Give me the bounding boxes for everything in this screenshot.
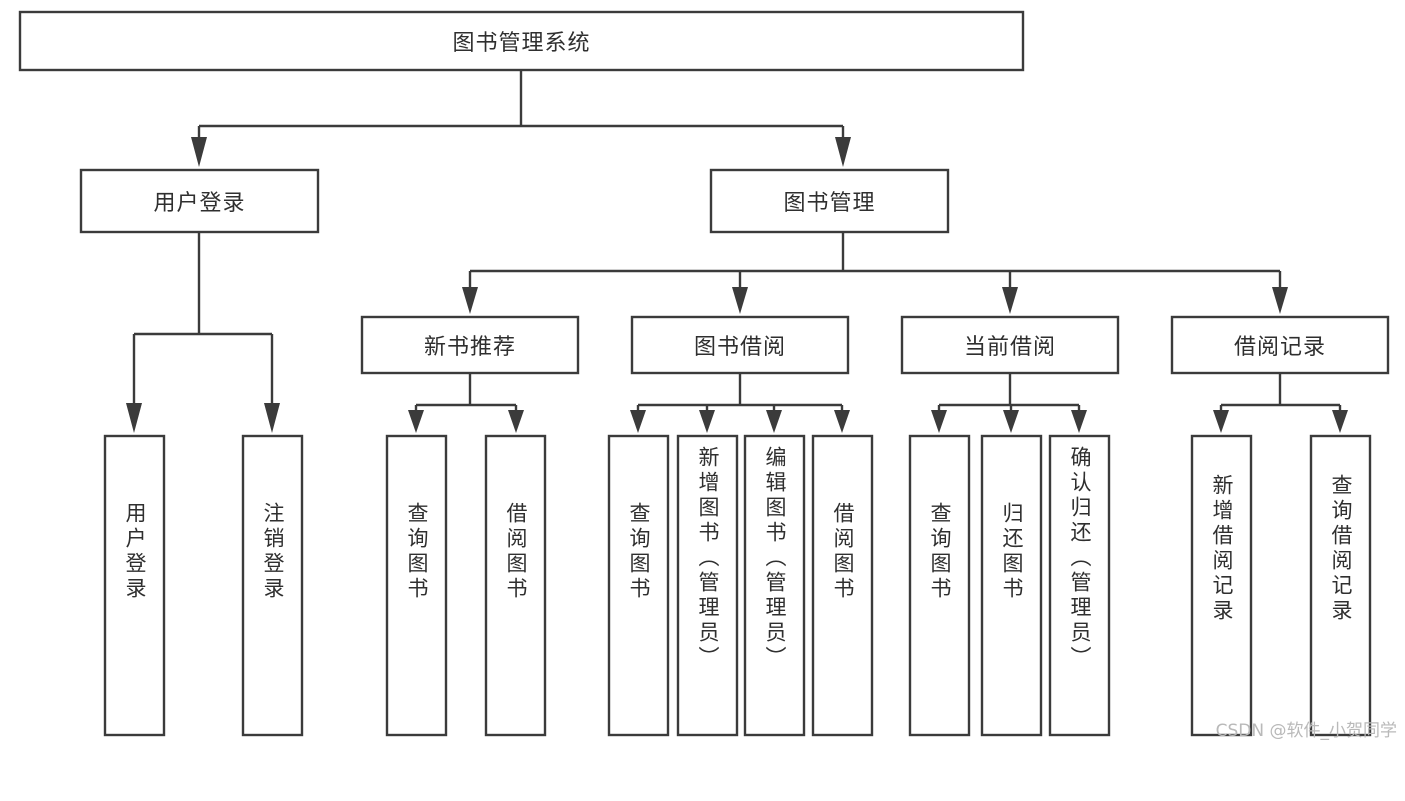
node-box-user-login[interactable] [79,168,320,234]
node-box-borrow-record[interactable] [1170,315,1390,375]
connector-user-login-to-leaves [126,232,280,433]
connector-borrow-record-to-leaves [1213,373,1348,433]
connector-book-borrow-to-leaves [630,373,850,433]
arrow-head-current-borrow [1002,287,1018,314]
node-box-new-book-recommend[interactable] [360,315,580,375]
arrow-head-book-borrow [732,287,748,314]
connector-book-manage-to-level3 [462,232,1288,314]
node-box-query-book-1[interactable] [385,434,448,737]
tree-diagram-svg [18,10,1390,737]
node-box-edit-book[interactable] [743,434,806,737]
arrow-head-query-book-3 [931,410,947,433]
connector-current-borrow-to-leaves [931,373,1087,433]
arrow-head-query-book-2 [630,410,646,433]
arrow-head-borrow-book-2 [834,410,850,433]
connector-new-book-recommend-to-leaves [408,373,524,433]
node-box-query-book-2[interactable] [607,434,670,737]
node-box-borrow-book-1[interactable] [484,434,547,737]
arrow-head-new-book-recommend [462,287,478,314]
node-box-user-login-leaf[interactable] [103,434,166,737]
node-box-book-manage[interactable] [709,168,950,234]
arrow-head-user-logout-leaf [264,403,280,433]
arrow-head-user-login [191,137,207,167]
arrow-head-edit-book [766,410,782,433]
node-box-borrow-book-2[interactable] [811,434,874,737]
arrow-head-add-borrow-record [1213,410,1229,433]
node-box-add-book[interactable] [676,434,739,737]
arrow-head-borrow-record [1272,287,1288,314]
node-box-add-borrow-record[interactable] [1190,434,1253,737]
node-box-current-borrow[interactable] [900,315,1120,375]
arrow-head-user-login-leaf [126,403,142,433]
arrow-head-return-book [1003,410,1019,433]
node-box-query-borrow-record[interactable] [1309,434,1372,737]
connector-root-to-level2 [191,70,851,167]
diagram-canvas: 图书管理系统 用户登录 图书管理 新书推荐 图书借阅 当前借阅 借阅记录 用户登… [18,10,1397,741]
node-box-return-book[interactable] [980,434,1043,737]
node-box-query-book-3[interactable] [908,434,971,737]
node-box-book-borrow[interactable] [630,315,850,375]
arrow-head-confirm-return [1071,410,1087,433]
arrow-head-borrow-book-1 [508,410,524,433]
node-box-user-logout-leaf[interactable] [241,434,304,737]
arrow-head-add-book [699,410,715,433]
arrow-head-query-borrow-record [1332,410,1348,433]
node-box-root[interactable] [18,10,1025,72]
arrow-head-book-manage [835,137,851,167]
node-box-confirm-return[interactable] [1048,434,1111,737]
arrow-head-query-book-1 [408,410,424,433]
